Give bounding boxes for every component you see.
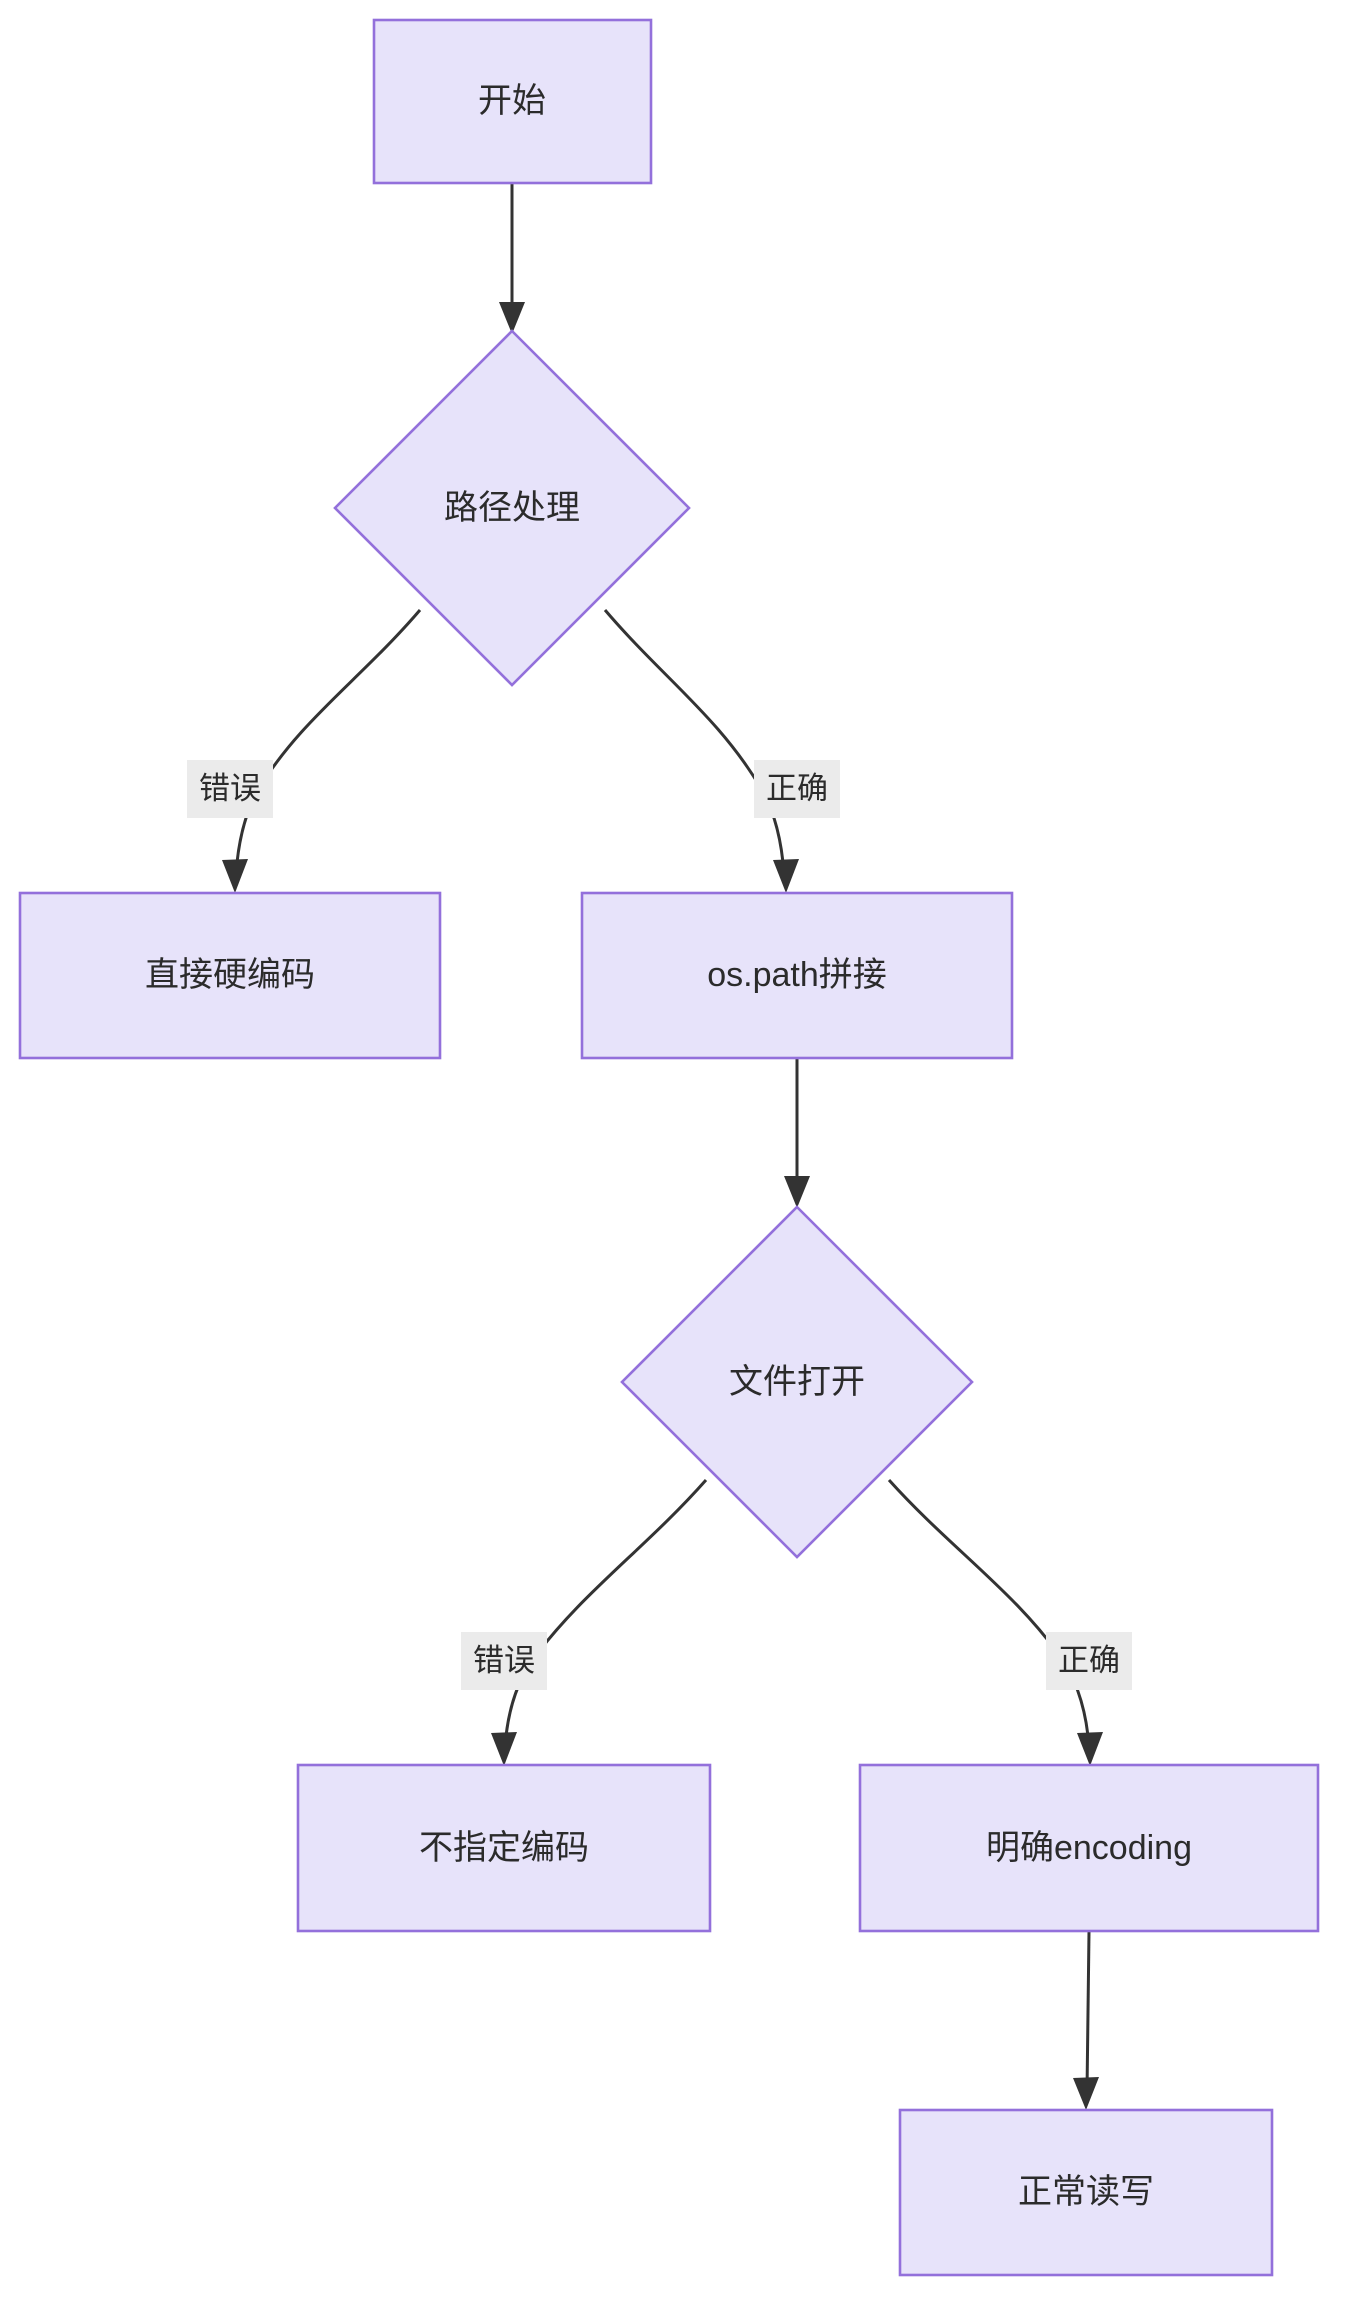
node-shape-diamond xyxy=(333,329,691,687)
edge-label-text: 错误 xyxy=(199,771,261,806)
node-shape-rect xyxy=(858,1763,1320,1933)
arrow-head-icon xyxy=(499,302,525,334)
edge-line xyxy=(503,1479,708,1748)
edge-path-decision-to-hardcode[interactable] xyxy=(222,609,422,893)
arrow-head-icon xyxy=(491,1732,517,1766)
arrow-head-icon xyxy=(1077,1732,1103,1766)
node-hardcode[interactable]: 直接硬编码 xyxy=(18,891,442,1060)
edge-label-text: 正确 xyxy=(1058,1643,1120,1678)
node-label: 不指定编码 xyxy=(419,1829,589,1867)
edge-label-text: 错误 xyxy=(473,1643,535,1678)
edge-label-path-decision-ospath-join: 正确 xyxy=(754,760,840,818)
edge-file-open-to-explicit-encoding[interactable] xyxy=(887,1478,1103,1766)
node-label: 开始 xyxy=(478,82,546,120)
edge-line xyxy=(887,1478,1091,1748)
node-label: 路径处理 xyxy=(444,489,580,527)
node-path-decision[interactable]: 路径处理 xyxy=(333,329,691,687)
edge-start-to-path-decision[interactable] xyxy=(499,183,525,334)
node-shape-rect xyxy=(18,891,442,1060)
edge-label-path-decision-hardcode: 错误 xyxy=(187,760,273,818)
node-no-encoding[interactable]: 不指定编码 xyxy=(296,1763,712,1933)
node-shape-rect xyxy=(898,2108,1274,2277)
edge-ospath-join-to-file-open[interactable] xyxy=(784,1058,810,1208)
node-shape-rect xyxy=(372,18,653,185)
node-label: 正常读写 xyxy=(1018,2173,1154,2211)
edge-line xyxy=(234,609,422,875)
node-label: 文件打开 xyxy=(729,1363,865,1401)
edge-label-file-open-explicit-encoding: 正确 xyxy=(1046,1632,1132,1690)
node-shape-diamond xyxy=(620,1205,974,1559)
edge-group xyxy=(222,183,1103,2110)
edge-label-background xyxy=(754,760,840,818)
edge-explicit-encoding-to-normal-io[interactable] xyxy=(1073,1931,1099,2110)
edge-line xyxy=(603,609,786,875)
arrow-head-icon xyxy=(222,859,248,893)
node-label: 明确encoding xyxy=(986,1829,1192,1867)
edge-label-text: 正确 xyxy=(766,771,828,806)
node-start[interactable]: 开始 xyxy=(372,18,653,185)
node-ospath-join[interactable]: os.path拼接 xyxy=(580,891,1014,1060)
node-shape-rect xyxy=(296,1763,712,1933)
node-shape-rect xyxy=(580,891,1014,1060)
edge-label-background xyxy=(1046,1632,1132,1690)
node-explicit-encoding[interactable]: 明确encoding xyxy=(858,1763,1320,1933)
edge-label-file-open-no-encoding: 错误 xyxy=(461,1632,547,1690)
edge-label-background xyxy=(461,1632,547,1690)
node-group: 开始 路径处理 直接硬编码 os.path拼接 文件打开 xyxy=(18,18,1320,2277)
arrow-head-icon xyxy=(773,859,799,893)
node-file-open[interactable]: 文件打开 xyxy=(620,1205,974,1559)
arrow-head-icon xyxy=(784,1176,810,1208)
edge-path-decision-to-ospath-join[interactable] xyxy=(603,609,799,893)
node-label: os.path拼接 xyxy=(707,956,887,994)
edge-label-group: 错误 正确 错误 正确 xyxy=(187,760,1132,1690)
node-normal-io[interactable]: 正常读写 xyxy=(898,2108,1274,2277)
edge-line xyxy=(1085,1931,1091,2093)
arrow-head-icon xyxy=(1073,2077,1099,2110)
node-label: 直接硬编码 xyxy=(145,956,315,994)
edge-file-open-to-no-encoding[interactable] xyxy=(491,1479,708,1766)
edge-label-background xyxy=(187,760,273,818)
